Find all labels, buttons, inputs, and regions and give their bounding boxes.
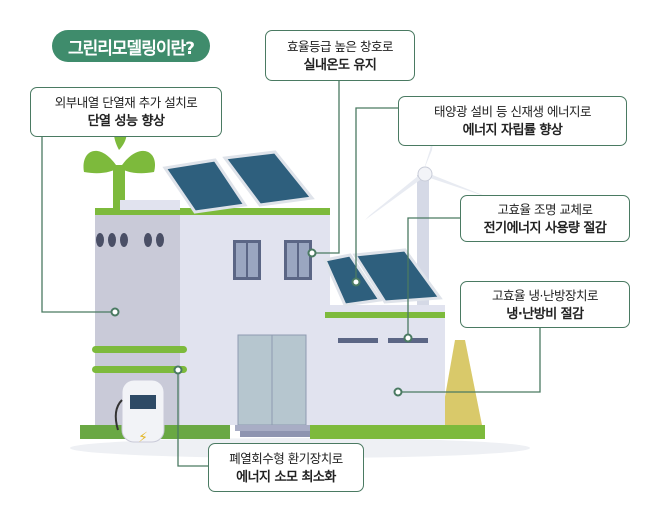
callout-text: 고효율 냉·난방장치로 [492,287,598,303]
callout-ventilation: 폐열회수형 환기장치로 에너지 소모 최소화 [208,443,364,492]
callout-text: 외부내열 단열재 추가 설치로 [54,95,198,110]
callout-windows: 효율등급 높은 창호로 실내온도 유지 [265,30,415,81]
callout-solar: 태양광 설비 등 신재생 에너지로 에너지 자립률 향상 [398,96,627,146]
callout-text: 효율등급 높은 창호로 [287,38,393,54]
callout-highlight: 단열 성능 향상 [87,114,165,129]
connector-dots [110,248,413,397]
vent-icons [96,233,164,247]
callout-lighting: 고효율 조명 교체로 전기에너지 사용량 절감 [460,195,630,242]
windows [233,240,312,280]
callout-insulation: 외부내열 단열재 추가 설치로 단열 성능 향상 [30,87,222,137]
connector-lines [41,80,541,467]
solar-panel-icons [162,150,443,307]
callout-hvac: 고효율 냉·난방장치로 냉·난방비 절감 [460,281,630,328]
callout-highlight: 전기에너지 사용량 절감 [483,220,607,236]
callout-highlight: 냉·난방비 절감 [506,306,584,322]
callout-text: 태양광 설비 등 신재생 에너지로 [434,104,591,119]
page-title: 그린리모델링이란? [52,30,210,62]
callout-text: 폐열회수형 환기장치로 [229,450,343,466]
svg-text:⚡: ⚡ [138,430,148,446]
callout-highlight: 에너지 자립률 향상 [462,123,563,138]
callout-text: 고효율 조명 교체로 [497,201,593,217]
extension-building [325,305,445,425]
ev-charger-icon: ⚡ [114,379,165,446]
callout-highlight: 실내온도 유지 [303,57,377,73]
callout-highlight: 에너지 소모 최소화 [236,469,336,485]
tree-icon [440,340,482,425]
